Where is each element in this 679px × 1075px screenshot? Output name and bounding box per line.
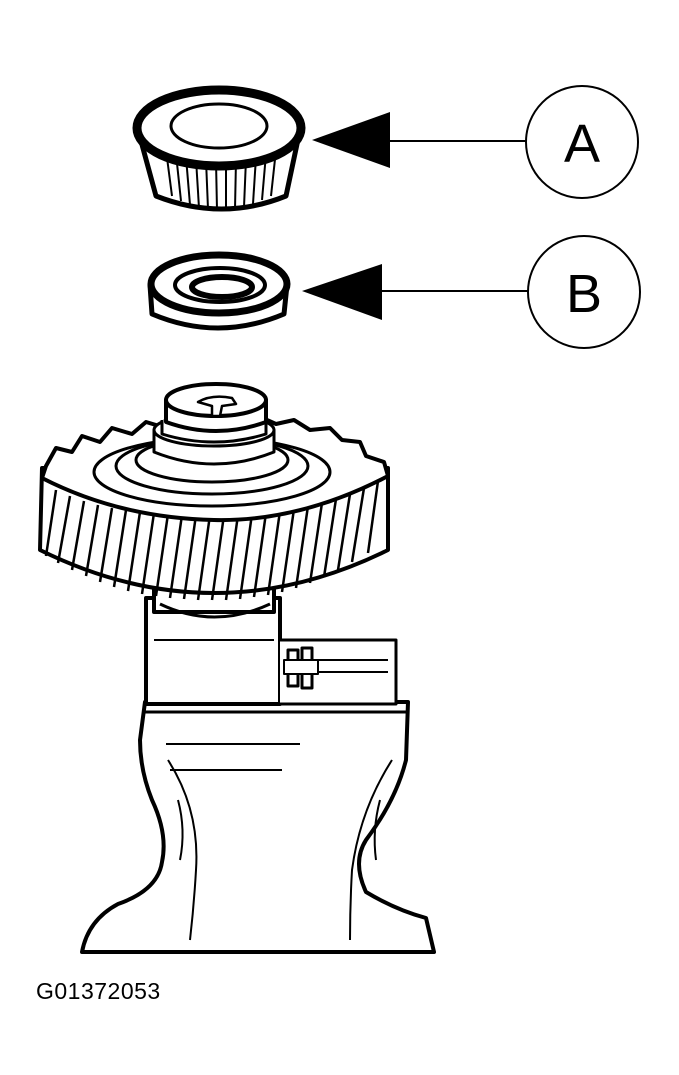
gear-housing xyxy=(80,596,436,954)
part-b-seal-ring xyxy=(147,251,291,331)
callout-a: A xyxy=(525,85,639,199)
part-a-bearing-cup xyxy=(132,85,306,212)
figure-id: G01372053 xyxy=(36,978,161,1004)
callout-b: B xyxy=(527,235,641,349)
drive-gear xyxy=(38,382,390,619)
callout-a-leader xyxy=(312,112,526,168)
callout-b-label: B xyxy=(566,264,602,324)
callout-a-label: A xyxy=(564,114,600,174)
callout-b-leader xyxy=(302,264,528,320)
